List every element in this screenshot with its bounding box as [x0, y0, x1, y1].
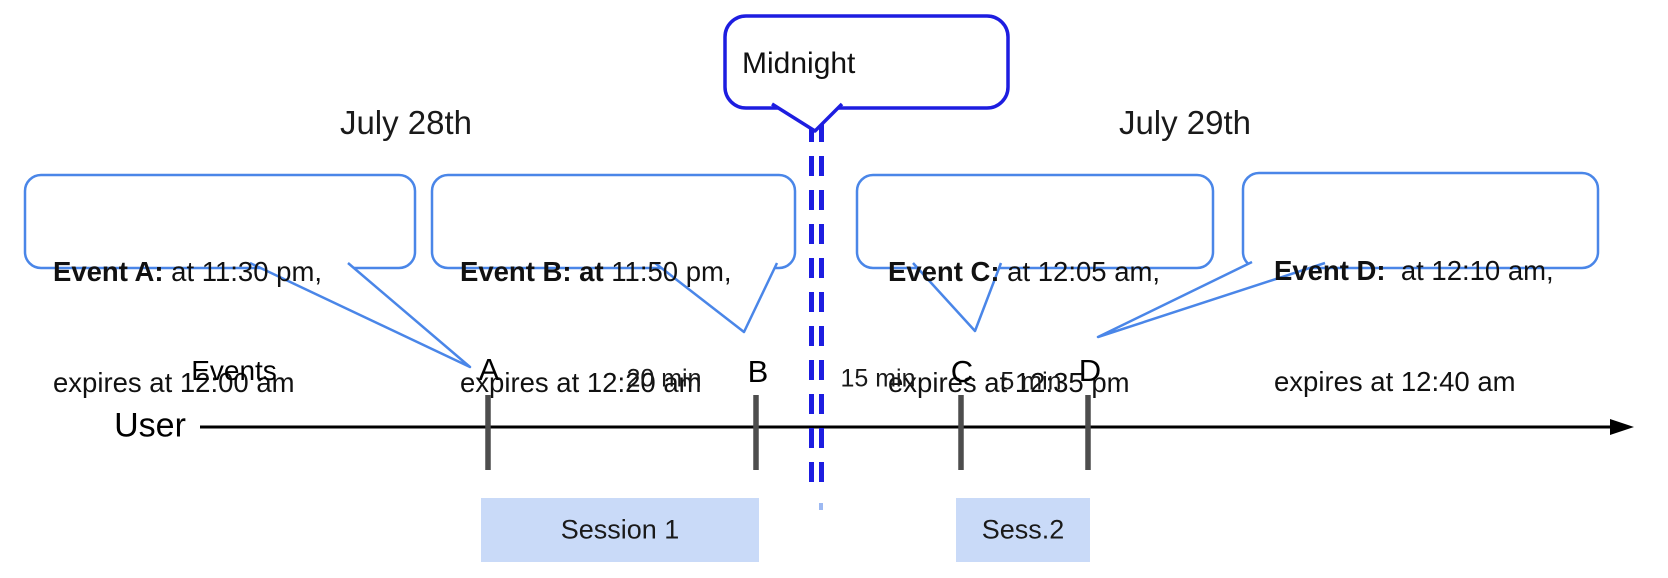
event-b-line1: Event B: at 11:50 pm,	[460, 253, 732, 290]
event-d-line1: Event D: at 12:10 am,	[1274, 252, 1554, 289]
event-b-title: Event B: at	[460, 256, 604, 287]
event-callout-text-b: Event B: at 11:50 pm, expires at 12:20 a…	[460, 179, 732, 475]
marker-label-a: A	[478, 352, 500, 387]
event-callout-tail-c	[912, 262, 1003, 333]
date-title-july-28: July 28th	[339, 104, 473, 141]
event-callout-text-c: Event C: at 12:05 am, expires at 12:35 p…	[888, 179, 1160, 475]
event-c-line2: expires at 12:35 pm	[888, 367, 1130, 398]
midnight-callout-tail	[771, 102, 844, 133]
event-a-line2: expires at 12:00 am	[53, 367, 295, 398]
event-c-line1: Event C: at 12:05 am,	[888, 253, 1160, 290]
midnight-label: Midnight	[742, 47, 856, 80]
event-callout-tail-d	[1096, 260, 1326, 339]
event-callout-bubble-a	[23, 173, 417, 270]
event-callout-text-d: Event D: at 12:10 am, expires at 12:40 a…	[1274, 178, 1554, 474]
session-2-label: Sess.2	[981, 514, 1065, 545]
event-d-line2: expires at 12:40 am	[1274, 366, 1516, 397]
date-title-july-29: July 29th	[1118, 104, 1252, 141]
session-1-label: Session 1	[560, 514, 680, 545]
event-callout-bubble-b	[430, 173, 797, 270]
event-c-title: Event C:	[888, 256, 1000, 287]
user-row-label: User	[114, 406, 186, 445]
event-d-time: at 12:10 am,	[1385, 255, 1554, 286]
interval-label-a-b: 20 min	[626, 364, 702, 393]
event-b-time: 11:50 pm,	[603, 256, 732, 287]
marker-label-b: B	[747, 354, 769, 389]
event-a-line1: Event A: at 11:30 pm,	[53, 253, 322, 290]
event-callout-tail-a	[249, 261, 472, 369]
marker-label-d: D	[1078, 353, 1102, 388]
event-a-time: at 11:30 pm,	[163, 256, 323, 287]
events-row-label: Events	[191, 355, 277, 386]
event-d-title: Event D:	[1274, 255, 1386, 286]
midnight-callout-bubble	[723, 14, 1010, 110]
event-callout-bubble-c	[855, 173, 1215, 270]
event-b-line2: expires at 12:20 am	[460, 367, 702, 398]
marker-label-c: C	[950, 354, 974, 389]
session-2-box	[956, 498, 1090, 562]
interval-label-b-c: 15 min	[840, 364, 916, 393]
timeline-arrow-head-icon	[1610, 419, 1634, 435]
event-c-time: at 12:05 am,	[999, 256, 1161, 287]
event-callout-text-a: Event A: at 11:30 pm, expires at 12:00 a…	[53, 179, 322, 475]
event-a-title: Event A:	[53, 256, 164, 287]
interval-label-c-d: 5 min	[1000, 367, 1062, 396]
event-callout-bubble-d	[1241, 171, 1600, 270]
session-1-box	[481, 498, 759, 562]
event-callout-tail-b	[654, 262, 779, 334]
